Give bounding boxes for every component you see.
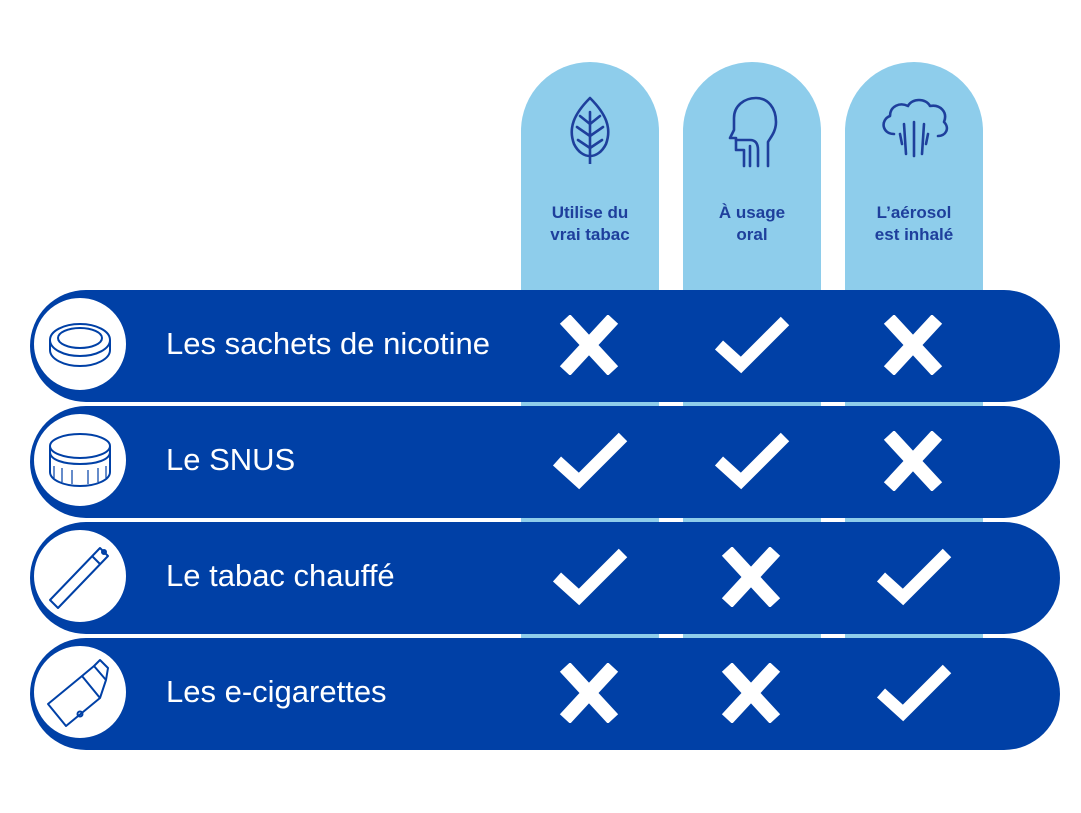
row-label: Les sachets de nicotine [166, 326, 490, 361]
row-label: Les e-cigarettes [166, 674, 387, 709]
e-cigarette-icon [32, 644, 128, 740]
check-mark [552, 432, 628, 490]
check-mark [714, 432, 790, 490]
check-mark [714, 316, 790, 374]
cross-mark [883, 431, 943, 491]
row-e-cigarettes: Les e-cigarettes [30, 638, 1060, 750]
row-snus: Le SNUS [30, 406, 1060, 518]
check-mark [552, 548, 628, 606]
cross-mark [883, 315, 943, 375]
row-label: Le SNUS [166, 442, 296, 477]
row-nicotine-pouches: Les sachets de nicotine [30, 290, 1060, 402]
cross-mark [559, 315, 619, 375]
head-throat-icon [683, 94, 821, 174]
check-mark [876, 664, 952, 722]
row-label: Le tabac chauffé [166, 558, 395, 593]
check-mark [876, 548, 952, 606]
cloud-inhale-icon [845, 94, 983, 174]
row-heated-tobacco: Le tabac chauffé [30, 522, 1060, 634]
nicotine-pouch-tin-icon [32, 296, 128, 392]
leaf-icon [521, 94, 659, 174]
cross-mark [721, 547, 781, 607]
cross-mark [559, 663, 619, 723]
heated-tobacco-stick-icon [32, 528, 128, 624]
cross-mark [721, 663, 781, 723]
snus-tin-icon [32, 412, 128, 508]
